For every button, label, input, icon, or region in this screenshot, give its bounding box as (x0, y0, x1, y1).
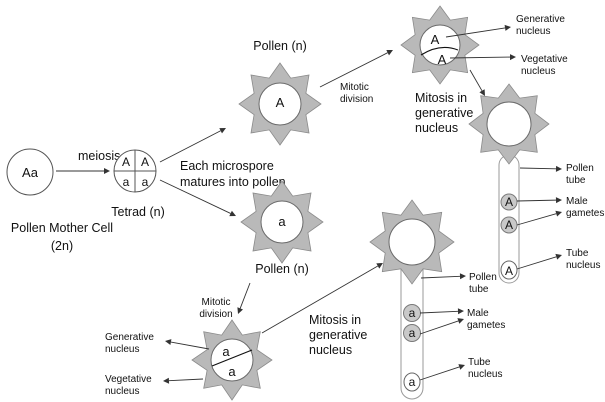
vegetative-nucleus-bottom-line2: nucleus (105, 386, 139, 397)
arrow-8 (237, 282, 251, 314)
arrow-13 (516, 197, 562, 204)
generative-nucleus-bottom-line2: nucleus (105, 344, 139, 355)
pollen-tube-bottom-line1: Pollen (469, 272, 497, 283)
tube-nucleus-top-line2: nucleus (566, 260, 600, 271)
arrow-2 (159, 128, 226, 163)
mother-cell-allele: Aa (22, 165, 39, 180)
tetrad-cell-1: A (122, 155, 130, 169)
arrow-10 (165, 339, 210, 350)
male-gamete-a-2-allele: a (409, 326, 416, 340)
tetrad: A A a a (113, 149, 157, 193)
arrow-19 (419, 364, 465, 381)
arrow-15 (516, 253, 562, 270)
vegetative-nucleus-top-line1: Vegetative (521, 54, 568, 65)
male-gamete-A-2-allele: A (505, 218, 513, 232)
tetrad-cell-4: a (142, 175, 149, 189)
arrow-7 (449, 54, 516, 61)
pollen-tube-top-line2: tube (566, 175, 586, 186)
mitosis-bottom-line2: generative (309, 328, 367, 342)
mitotic-division-bottom-line2: division (199, 309, 232, 320)
arrow-17 (419, 308, 464, 315)
male-gamete-A-1-allele: A (505, 195, 513, 209)
tetrad-cell-2: A (141, 155, 149, 169)
germinating-pollen-grain-A (468, 83, 550, 165)
germinating-pollen-grain-a (369, 199, 455, 285)
pollen-tube-bottom-line2: tube (469, 284, 489, 295)
mitosis-top-line1: Mitosis in (415, 91, 467, 105)
mitosis-top-line2: generative (415, 106, 473, 120)
divided-pollen-grain-A (400, 5, 480, 85)
vegetative-nucleus-a: a (228, 364, 236, 379)
tube-nucleus-bottom-line1: Tube (468, 357, 491, 368)
arrow-11 (163, 377, 204, 384)
microspore-label-line2: matures into pollen (180, 175, 286, 189)
pollen-tube-top-line1: Pollen (566, 163, 594, 174)
pollen-A-label: Pollen (n) (253, 39, 307, 53)
male-gametes-top-line2: gametes (566, 208, 604, 219)
pollen-a-label: Pollen (n) (255, 262, 309, 276)
male-gametes-top-line1: Male (566, 196, 588, 207)
arrow-9 (261, 263, 383, 334)
tube-nucleus-A (500, 260, 518, 280)
microspore-label-line1: Each microspore (180, 159, 274, 173)
generative-nucleus-a: a (222, 344, 230, 359)
pollen-cytoplasm (260, 200, 304, 244)
arrow-6 (445, 24, 511, 38)
mitotic-division-top-line1: Mitotic (340, 82, 369, 93)
generative-nucleus-top-line1: Generative (516, 14, 565, 25)
male-gametes-bottom-line2: gametes (467, 320, 505, 331)
arrows (56, 24, 562, 384)
arrow-3 (159, 179, 236, 217)
tube-nucleus-bottom-line2: nucleus (468, 369, 502, 380)
meiosis-label: meiosis (78, 149, 120, 163)
pollen-grain-a (240, 180, 324, 264)
mitotic-division-bottom-line1: Mitotic (202, 297, 231, 308)
arrow-16 (420, 273, 466, 280)
pollen-cytoplasm (210, 338, 254, 382)
pollen-A-allele: A (276, 95, 285, 110)
tube-nucleus-top-line1: Tube (566, 248, 589, 259)
male-gamete-A-1 (500, 193, 518, 211)
pollen-cytoplasm (419, 24, 461, 66)
arrow-1 (56, 168, 110, 174)
arrow-18 (419, 318, 464, 335)
tetrad-label: Tetrad (n) (111, 205, 165, 219)
mitosis-top-line3: nucleus (415, 121, 458, 135)
pollen-cytoplasm (258, 82, 302, 126)
pollen-mother-cell-label: Pollen Mother Cell (11, 221, 113, 235)
generative-nucleus-A: A (431, 32, 440, 47)
pollen-cytoplasm (388, 218, 436, 266)
mitosis-bottom-line1: Mitosis in (309, 313, 361, 327)
generative-nucleus-bottom-line1: Generative (105, 332, 154, 343)
tube-nucleus-a (403, 372, 421, 392)
vegetative-nucleus-bottom-line1: Vegetative (105, 374, 152, 385)
vegetative-nucleus-A: A (438, 52, 447, 67)
male-gamete-a-2 (403, 324, 421, 342)
tube-nucleus-A-allele: A (505, 264, 513, 278)
mitotic-division-top-line2: division (340, 94, 373, 105)
arrow-4 (319, 50, 393, 88)
male-gametes-bottom-line1: Male (467, 308, 489, 319)
arrow-14 (516, 210, 562, 226)
vegetative-nucleus-top-line2: nucleus (521, 66, 555, 77)
mitosis-bottom-line3: nucleus (309, 343, 352, 357)
arrow-5 (469, 69, 485, 96)
pollen-mother-cell: Aa (6, 148, 54, 196)
pollen-grain-A (238, 62, 322, 146)
generative-nucleus-top-line2: nucleus (516, 26, 550, 37)
tube-nucleus-a-allele: a (409, 375, 416, 389)
arrow-12 (519, 165, 562, 172)
divided-pollen-grain-a (191, 319, 273, 401)
male-gamete-a-1-allele: a (409, 306, 416, 320)
pollen-a-allele: a (278, 214, 286, 229)
pollen-cytoplasm (486, 101, 532, 147)
tetrad-cell-3: a (123, 175, 130, 189)
pollen-mother-cell-ploidy: (2n) (51, 239, 73, 253)
